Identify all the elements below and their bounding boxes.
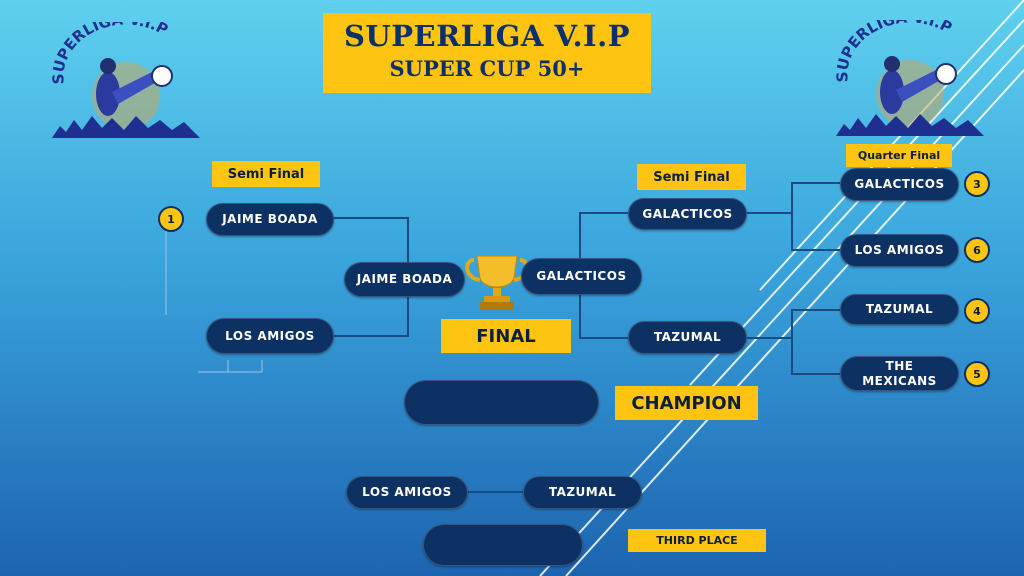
- right-semi-team-top: GALACTICOS: [628, 198, 747, 230]
- seed-badge: 4: [964, 298, 990, 324]
- title-banner: SUPERLIGA V.I.P SUPER CUP 50+: [323, 13, 651, 93]
- seed-badge: 1: [158, 206, 184, 232]
- label-champion: CHAMPION: [615, 386, 758, 420]
- label-quarter-final: Quarter Final: [846, 144, 952, 167]
- page-subtitle: SUPER CUP 50+: [389, 56, 585, 81]
- quarter-team-1: GALACTICOS: [840, 168, 959, 201]
- logo-right: SUPERLIGA V.I.P: [832, 8, 988, 138]
- label-third-place: THIRD PLACE: [628, 529, 766, 552]
- right-semi-team-bottom: TAZUMAL: [628, 321, 747, 354]
- left-semi-team-bottom: LOS AMIGOS: [206, 318, 334, 354]
- quarter-team-4: THE MEXICANS: [840, 356, 959, 391]
- final-team-right: GALACTICOS: [521, 258, 642, 295]
- final-team-left: JAIME BOADA: [344, 262, 465, 297]
- quarter-team-2: LOS AMIGOS: [840, 234, 959, 267]
- seed-badge: 3: [964, 171, 990, 197]
- seed-badge: 5: [964, 361, 990, 387]
- seed-badge: 6: [964, 237, 990, 263]
- logo-left: SUPERLIGA V.I.P: [48, 10, 204, 140]
- label-final: FINAL: [441, 319, 571, 353]
- label-semi-final-right: Semi Final: [637, 164, 746, 190]
- third-place-team-a: LOS AMIGOS: [346, 476, 468, 509]
- left-semi-team-top: JAIME BOADA: [206, 203, 334, 236]
- champion-slot: [404, 380, 599, 425]
- page-title: SUPERLIGA V.I.P: [343, 19, 631, 53]
- third-place-team-b: TAZUMAL: [523, 476, 642, 509]
- third-place-winner-slot: [423, 524, 583, 566]
- label-semi-final-left: Semi Final: [212, 161, 320, 187]
- quarter-team-3: TAZUMAL: [840, 294, 959, 325]
